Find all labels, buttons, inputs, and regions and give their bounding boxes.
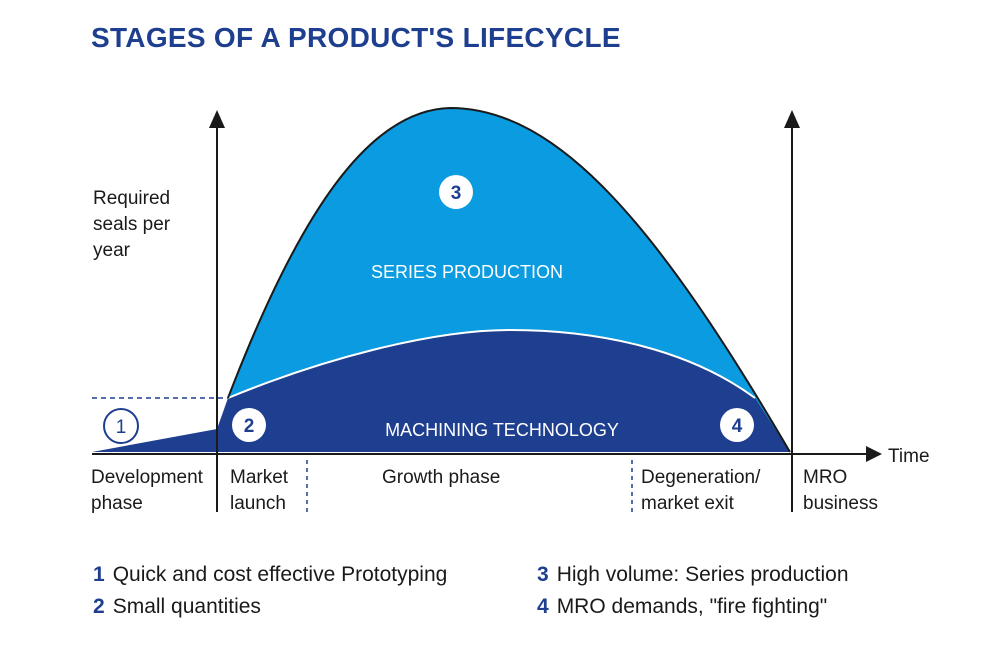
- phase-label-line: Degeneration/: [641, 467, 761, 488]
- phase-growth: Growth phase: [382, 465, 500, 491]
- diagram-title: STAGES OF A PRODUCT'S LIFECYCLE: [91, 22, 621, 53]
- phase-label-line: Growth phase: [382, 467, 501, 488]
- legend-number: 3: [537, 563, 549, 586]
- marker-2-label: 2: [244, 416, 255, 437]
- phase-label-line: business: [803, 493, 878, 514]
- y-axis-label-line: seals per: [93, 214, 171, 235]
- legend-text: Small quantities: [112, 595, 261, 618]
- legend-number: 1: [93, 563, 105, 586]
- phase-label-line: market exit: [641, 493, 734, 514]
- area-separator-line: [227, 328, 756, 399]
- legend-number: 4: [537, 595, 549, 618]
- legend-item-1: 1 Quick and cost effective Prototyping: [93, 563, 447, 587]
- phase-mro-business: MRO business: [803, 465, 878, 517]
- marker-1-label: 1: [116, 417, 127, 438]
- phase-market-launch: Market launch: [230, 465, 288, 517]
- x-axis-label: Time: [888, 446, 930, 467]
- legend-text: MRO demands, "fire fighting": [556, 595, 828, 618]
- phase-label-line: launch: [230, 493, 286, 514]
- legend-item-2: 2 Small quantities: [93, 595, 261, 619]
- y-axis-right-arrow: [784, 110, 800, 128]
- machining-technology-area: [92, 330, 790, 452]
- phase-label-line: MRO: [803, 467, 848, 488]
- phase-label-line: phase: [91, 493, 143, 514]
- legend-text: Quick and cost effective Prototyping: [112, 563, 448, 586]
- y-axis-left-arrow: [209, 110, 225, 128]
- y-axis-label-line: Required: [93, 188, 171, 209]
- y-axis-label-line: year: [93, 240, 130, 261]
- marker-3-label: 3: [451, 183, 462, 204]
- legend-item-4: 4 MRO demands, "fire fighting": [537, 595, 827, 619]
- phase-label-line: Development: [91, 467, 203, 488]
- phase-degeneration: Degeneration/ market exit: [641, 465, 760, 517]
- marker-4-circle: [720, 408, 754, 442]
- legend-text: High volume: Series production: [556, 563, 849, 586]
- marker-2-circle: [232, 408, 266, 442]
- series-production-label: SERIES PRODUCTION: [371, 262, 563, 282]
- phase-development: Development phase: [91, 465, 203, 517]
- machining-technology-label: MACHINING TECHNOLOGY: [385, 420, 619, 440]
- bell-outline: [227, 106, 791, 453]
- marker-4-label: 4: [732, 416, 743, 437]
- legend-number: 2: [93, 595, 105, 618]
- y-axis-label: Required seals per year: [93, 186, 170, 264]
- marker-1-circle: [103, 408, 139, 444]
- legend-item-3: 3 High volume: Series production: [537, 563, 849, 587]
- phase-label-line: Market: [230, 467, 289, 488]
- x-axis-arrow: [866, 446, 882, 462]
- marker-3-circle: [439, 175, 473, 209]
